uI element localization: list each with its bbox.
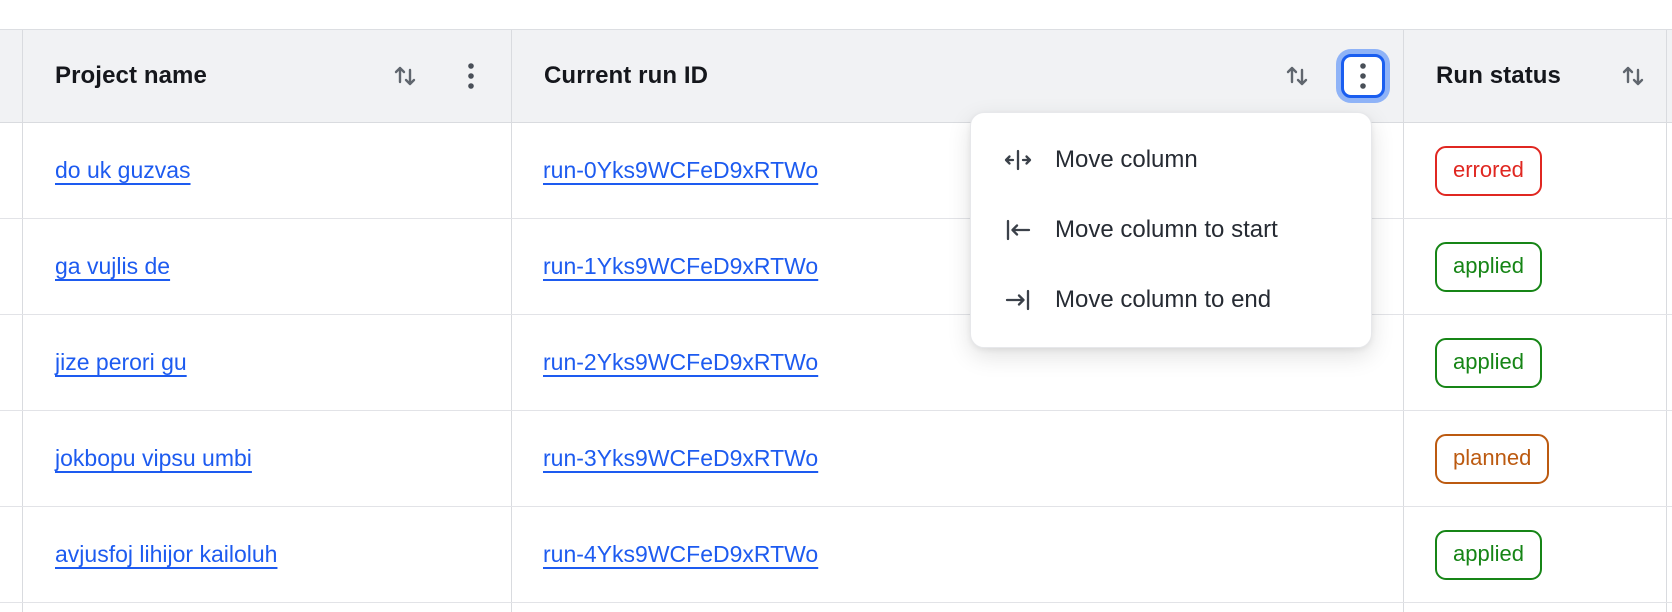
kebab-icon [1360, 63, 1366, 89]
header-filler-cell [1667, 30, 1672, 123]
column-menu-button[interactable] [449, 54, 493, 98]
projects-table: Project name Current run ID [0, 29, 1672, 612]
status-badge: applied [1435, 529, 1542, 580]
status-badge: errored [1435, 145, 1542, 196]
menu-item-move-column-to-start[interactable]: Move column to start [971, 195, 1371, 265]
table-row: jokbopu vipsu umbi run-3Yks9WCFeD9xRTWo … [0, 411, 1672, 507]
project-link[interactable]: avjusfoj lihijor kailoluh [55, 541, 278, 567]
table-row-partial [0, 603, 1672, 612]
move-column-to-start-icon [1006, 219, 1031, 241]
table-row: avjusfoj lihijor kailoluh run-4Yks9WCFeD… [0, 507, 1672, 603]
menu-item-label: Move column to end [1055, 286, 1272, 313]
menu-item-label: Move column [1055, 146, 1198, 173]
move-column-to-end-icon [1005, 289, 1030, 311]
sort-icon[interactable] [1619, 62, 1647, 90]
table-row: jize perori gu run-2Yks9WCFeD9xRTWo appl… [0, 315, 1672, 411]
project-link[interactable]: jokbopu vipsu umbi [55, 445, 252, 471]
menu-item-label: Move column to start [1055, 216, 1278, 243]
sort-icon[interactable] [1283, 62, 1311, 90]
sort-icon[interactable] [391, 62, 419, 90]
column-actions-menu: Move column Move column to start Move co… [970, 112, 1372, 348]
table-row: do uk guzvas run-0Yks9WCFeD9xRTWo errore… [0, 123, 1672, 219]
run-id-link[interactable]: run-2Yks9WCFeD9xRTWo [543, 349, 819, 375]
run-id-link[interactable]: run-0Yks9WCFeD9xRTWo [543, 157, 819, 183]
table-body: do uk guzvas run-0Yks9WCFeD9xRTWo errore… [0, 123, 1672, 603]
column-header-current-run-id[interactable]: Current run ID [512, 30, 1404, 122]
status-badge: applied [1435, 241, 1542, 292]
column-header-project-name[interactable]: Project name [23, 30, 512, 122]
status-badge: planned [1435, 433, 1550, 484]
table-header-row: Project name Current run ID [0, 30, 1672, 123]
status-badge: applied [1435, 337, 1542, 388]
menu-item-move-column[interactable]: Move column [971, 125, 1371, 195]
kebab-icon [468, 63, 474, 89]
column-label: Current run ID [544, 62, 709, 89]
run-id-link[interactable]: run-1Yks9WCFeD9xRTWo [543, 253, 819, 279]
project-link[interactable]: do uk guzvas [55, 157, 191, 183]
table-row: ga vujlis de run-1Yks9WCFeD9xRTWo applie… [0, 219, 1672, 315]
run-id-link[interactable]: run-3Yks9WCFeD9xRTWo [543, 445, 819, 471]
run-id-link[interactable]: run-4Yks9WCFeD9xRTWo [543, 541, 819, 567]
header-edge-cell [0, 30, 23, 123]
project-link[interactable]: jize perori gu [55, 349, 187, 375]
move-column-icon [1004, 149, 1032, 171]
column-menu-button-active[interactable] [1341, 54, 1385, 98]
column-label: Run status [1436, 62, 1562, 89]
menu-item-move-column-to-end[interactable]: Move column to end [971, 265, 1371, 335]
column-label: Project name [55, 62, 207, 89]
column-header-run-status[interactable]: Run status [1404, 30, 1667, 122]
project-link[interactable]: ga vujlis de [55, 253, 171, 279]
